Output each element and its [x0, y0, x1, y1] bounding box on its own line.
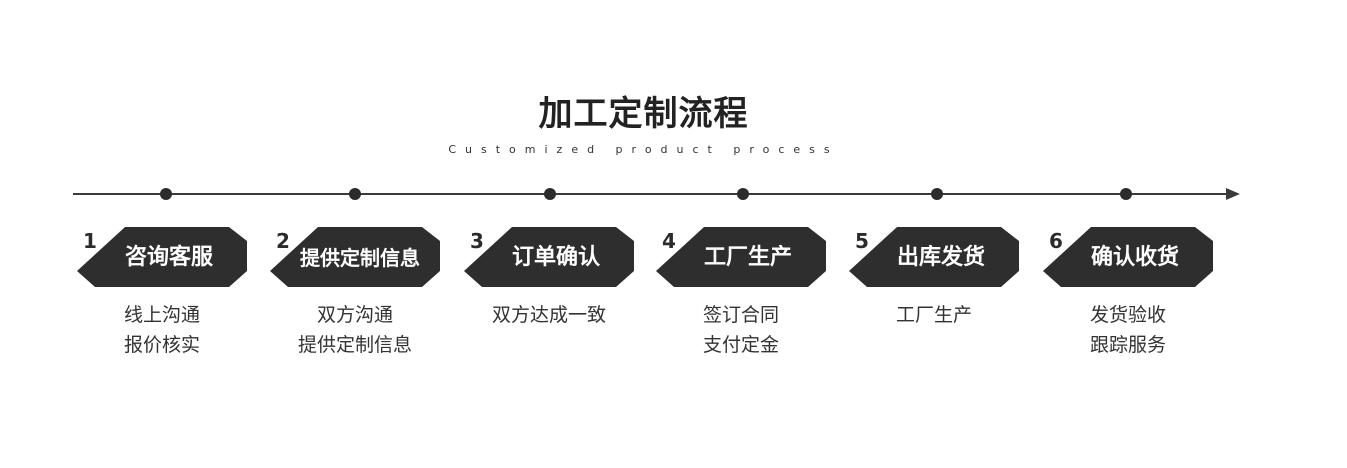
step-label: 出库发货: [896, 245, 985, 270]
step-description-line: 线上沟通: [123, 304, 200, 326]
step-description-line: 签订合同: [702, 304, 779, 326]
step-description: 签订合同支付定金: [656, 300, 826, 360]
page-title: 加工定制流程: [538, 94, 749, 134]
step-label: 订单确认: [511, 245, 600, 270]
step-description-line: 提供定制信息: [297, 334, 412, 356]
step-description-line: 双方达成一致: [491, 304, 606, 326]
step-description: 发货验收跟踪服务: [1043, 300, 1213, 360]
step-number: 2: [276, 229, 290, 253]
step-number: 5: [855, 229, 869, 253]
step-description-line: 发货验收: [1089, 304, 1166, 326]
step-description-line: 报价核实: [123, 334, 200, 356]
timeline-dot: [931, 188, 943, 200]
step-description-line: 双方沟通: [316, 304, 393, 326]
step-label: 工厂生产: [703, 245, 792, 270]
step-description: 双方沟通提供定制信息: [270, 300, 440, 360]
step-description-line: 跟踪服务: [1089, 334, 1166, 356]
step-number: 1: [83, 229, 97, 253]
page-subtitle: Customized product process: [448, 143, 839, 156]
step-label: 确认收货: [1090, 245, 1179, 270]
step-label: 咨询客服: [124, 245, 213, 270]
step-description: 工厂生产: [849, 300, 1019, 330]
timeline-dot: [160, 188, 172, 200]
timeline-dot: [737, 188, 749, 200]
timeline-dot: [1120, 188, 1132, 200]
step-number: 4: [662, 229, 676, 253]
step-number: 3: [470, 229, 484, 253]
step-description: 线上沟通报价核实: [77, 300, 247, 360]
timeline-dot: [349, 188, 361, 200]
step-number: 6: [1049, 229, 1063, 253]
timeline-line: [73, 193, 1230, 195]
timeline-dot: [544, 188, 556, 200]
step-description-line: 支付定金: [702, 334, 779, 356]
step-description: 双方达成一致: [464, 300, 634, 330]
timeline-arrow-icon: [1226, 188, 1240, 200]
step-label: 提供定制信息: [300, 246, 420, 270]
step-description-line: 工厂生产: [895, 304, 972, 326]
